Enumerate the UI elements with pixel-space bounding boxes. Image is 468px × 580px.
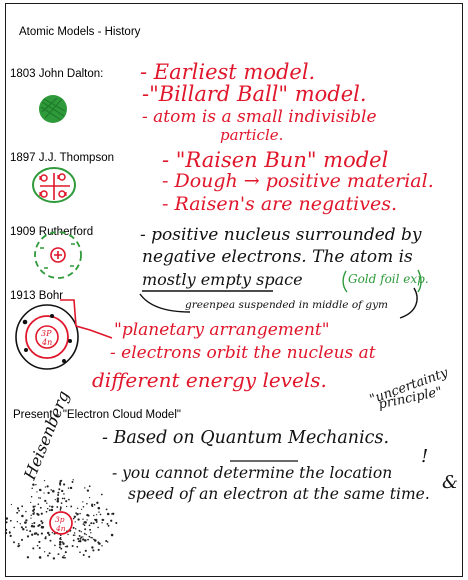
raisin-bun-icon [32,167,76,203]
thompson-note-1: - "Raisen Bun" model [162,148,389,172]
dalton-note-4: particle. [220,126,284,144]
thompson-label: 1897 J.J. Thompson [10,152,114,164]
bohr-note-3: different energy levels. [92,368,327,392]
cloud-note-3: speed of an electron at the same time. [128,485,430,503]
dalton-note-3: - atom is a small indivisible [142,107,377,127]
bohr-note-2: - electrons orbit the nucleus at [110,343,376,363]
rutherford-note-4: greenpea suspended in middle of gym [185,299,388,311]
rutherford-note-2: negative electrons. The atom is [142,247,413,267]
cloud-nucleus-p: 3p [55,515,65,524]
dalton-ball-icon [39,95,67,123]
rutherford-aside: Gold foil exp. [348,272,429,286]
rutherford-atom-icon [34,231,82,279]
bohr-nucleus-p: 3P [41,329,52,338]
rutherford-note-3: mostly empty space [142,270,303,289]
bohr-label: 1913 Bohr [10,290,64,302]
bohr-atom-icon [15,304,79,370]
thompson-note-3: - Raisen's are negatives. [162,193,397,215]
cloud-nucleus-n: 4n [55,524,66,533]
bohr-note-1: "planetary arrangement" [114,320,330,340]
dalton-note-2: -"Billard Ball" model. [142,82,367,106]
cloud-mark-2: & [442,472,459,493]
rutherford-note-1: - positive nucleus surrounded by [140,225,422,245]
dalton-note-1: - Earliest model. [140,60,316,84]
cloud-label: Present - "Electron Cloud Model" [13,409,181,421]
page-title: Atomic Models - History [19,26,141,38]
cloud-mark-1: ! [421,446,429,467]
cloud-note-1: - Based on Quantum Mechanics. [102,428,390,448]
cloud-note-2: - you cannot determine the location [112,464,393,482]
dalton-label: 1803 John Dalton: [10,68,104,80]
thompson-note-2: - Dough → positive material. [162,170,434,192]
note-page [5,3,463,577]
bohr-nucleus-n: 4n [41,338,52,347]
